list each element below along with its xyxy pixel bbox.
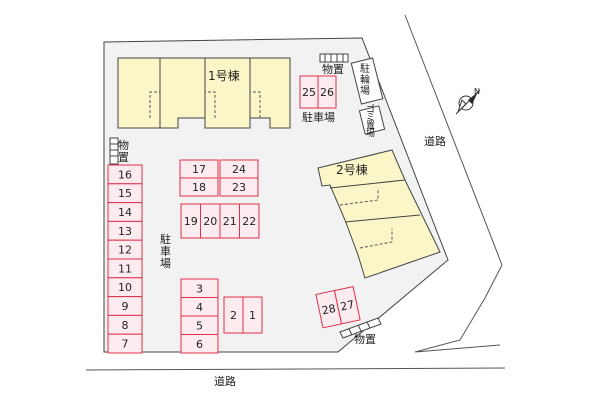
parking-space-number: 13 bbox=[118, 225, 132, 238]
parking-left-column: 16 15 14 13 12 11 10 9 8 7 bbox=[107, 164, 143, 354]
parking-space-7: 7 bbox=[107, 333, 143, 354]
parking-space-2: 2 bbox=[223, 296, 244, 334]
parking-grid-top: 17 24 18 23 bbox=[179, 159, 259, 197]
parking-space-24: 24 bbox=[219, 159, 259, 179]
parking-space-10: 10 bbox=[107, 277, 143, 298]
parking-space-number: 21 bbox=[223, 215, 237, 228]
parking-space-15: 15 bbox=[107, 183, 143, 204]
parking-space-number: 22 bbox=[242, 215, 256, 228]
parking-space-box bbox=[239, 203, 260, 239]
parking-space-27: 27 bbox=[333, 286, 361, 325]
building-1-label: 1号棟 bbox=[208, 69, 240, 83]
parking-space-23: 23 bbox=[219, 177, 259, 197]
parking-space-number: 14 bbox=[118, 206, 132, 219]
parking-space-number: 11 bbox=[118, 262, 132, 275]
parking-space-13: 13 bbox=[107, 220, 143, 241]
building-1 bbox=[117, 57, 291, 129]
bike-parking-label: 駐 輪 場 bbox=[360, 64, 370, 97]
parking-space-19: 19 bbox=[180, 203, 201, 239]
parking-pair-top: 25 26 bbox=[299, 75, 337, 109]
parking-space-number: 3 bbox=[196, 282, 203, 295]
parking-space-box bbox=[317, 75, 337, 109]
parking-space-number: 28 bbox=[321, 302, 337, 318]
parking-space-25: 25 bbox=[299, 75, 319, 109]
storage-top-label: 物置 bbox=[322, 63, 344, 76]
parking-space-number: 26 bbox=[320, 86, 334, 99]
building-2-label: 2号棟 bbox=[336, 163, 368, 177]
parking-space-number: 9 bbox=[122, 300, 129, 313]
road-edge-right-lower bbox=[414, 264, 503, 353]
storage-left-label: 物 置 bbox=[118, 139, 129, 164]
road-bottom-label: 道路 bbox=[214, 375, 236, 388]
parking-space-number: 5 bbox=[196, 319, 203, 332]
parking-space-6: 6 bbox=[180, 334, 219, 354]
compass-north-label: N bbox=[474, 87, 480, 96]
compass-icon bbox=[455, 89, 481, 115]
parking-space-box bbox=[179, 177, 219, 197]
parking-space-number: 8 bbox=[122, 319, 129, 332]
garbage-box bbox=[358, 105, 386, 135]
parking-space-12: 12 bbox=[107, 239, 143, 260]
parking-space-3: 3 bbox=[180, 278, 219, 298]
garbage-label: ゴ ミ 置 場 bbox=[366, 105, 376, 139]
parking-space-number: 27 bbox=[339, 298, 355, 314]
parking-space-number: 6 bbox=[196, 338, 203, 351]
parking-space-number: 15 bbox=[118, 187, 132, 200]
parking-space-box bbox=[180, 334, 219, 354]
bike-parking-box bbox=[350, 57, 384, 105]
parking-space-number: 23 bbox=[232, 181, 246, 194]
parking-space-20: 20 bbox=[200, 203, 221, 239]
parking-space-17: 17 bbox=[179, 159, 219, 179]
road-edge-bottom bbox=[85, 367, 506, 371]
parking-left-label: 駐 車 場 bbox=[160, 233, 171, 270]
parking-space-number: 16 bbox=[118, 168, 132, 181]
parking-space-1: 1 bbox=[242, 296, 263, 334]
parking-space-5: 5 bbox=[180, 315, 219, 335]
parking-space-number: 19 bbox=[184, 215, 198, 228]
parking-space-26: 26 bbox=[317, 75, 337, 109]
parking-space-28: 28 bbox=[315, 289, 343, 329]
parking-space-number: 17 bbox=[192, 163, 206, 176]
parking-space-11: 11 bbox=[107, 258, 143, 279]
parking-space-number: 1 bbox=[249, 309, 256, 322]
parking-col-low: 3 4 5 6 bbox=[180, 278, 219, 354]
parking-space-box bbox=[333, 286, 361, 325]
parking-space-number: 18 bbox=[192, 181, 206, 194]
parking-space-number: 24 bbox=[232, 163, 246, 176]
road-edge-right bbox=[404, 14, 503, 266]
parking-space-21: 21 bbox=[219, 203, 240, 239]
storage-top-shed bbox=[319, 53, 349, 63]
storage-bottom-shed bbox=[339, 317, 382, 339]
road-right-label: 道路 bbox=[424, 135, 446, 148]
parking-space-number: 4 bbox=[196, 301, 203, 314]
parking-space-number: 10 bbox=[118, 281, 132, 294]
parking-top-label: 駐車場 bbox=[302, 111, 335, 124]
storage-bottom-label: 物置 bbox=[354, 333, 376, 346]
parking-space-box bbox=[242, 296, 263, 334]
parking-space-8: 8 bbox=[107, 314, 143, 335]
parking-space-22: 22 bbox=[239, 203, 260, 239]
parking-row-mid: 19 20 21 22 bbox=[180, 203, 260, 239]
parking-space-number: 7 bbox=[122, 338, 129, 351]
parking-space-14: 14 bbox=[107, 202, 143, 222]
parking-space-4: 4 bbox=[180, 297, 219, 317]
parking-space-number: 25 bbox=[302, 86, 316, 99]
parking-space-number: 20 bbox=[203, 215, 217, 228]
parking-space-9: 9 bbox=[107, 296, 143, 316]
parking-space-box bbox=[219, 177, 259, 197]
parking-space-18: 18 bbox=[179, 177, 219, 197]
parking-space-box bbox=[107, 333, 143, 354]
parking-space-16: 16 bbox=[107, 164, 143, 185]
parking-space-number: 2 bbox=[230, 309, 237, 322]
building-2 bbox=[317, 149, 441, 279]
storage-left-shed bbox=[109, 137, 119, 165]
parking-space-number: 12 bbox=[118, 244, 132, 257]
